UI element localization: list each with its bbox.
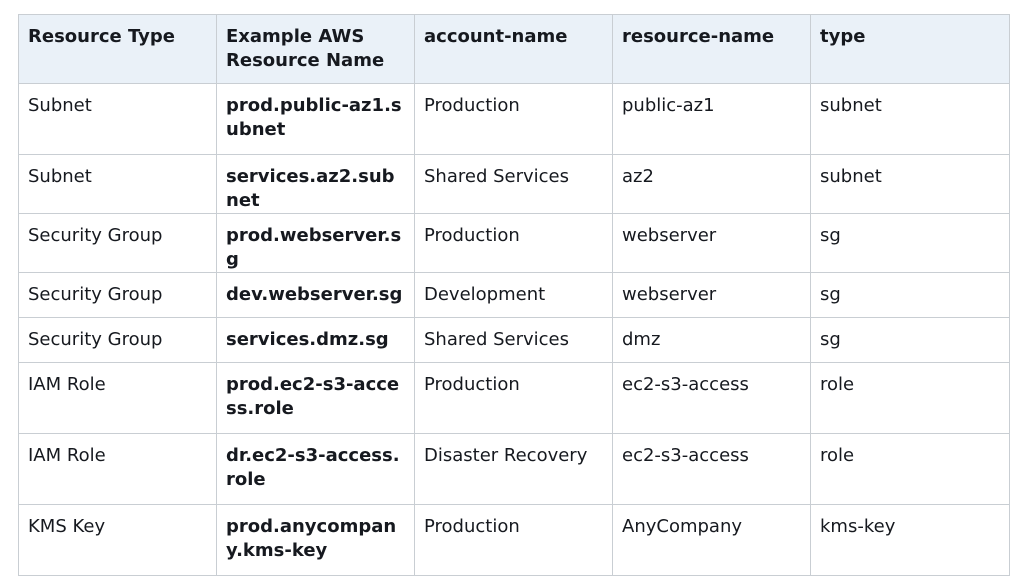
table-row: Subnet services.az2.subnet Shared Servic… bbox=[18, 154, 1010, 214]
table-header: Resource Type Example AWS Resource Name … bbox=[18, 14, 1010, 84]
header-row: Resource Type Example AWS Resource Name … bbox=[18, 14, 1010, 84]
cell-resource-name: ec2-s3-access bbox=[612, 362, 811, 434]
cell-resource-type: IAM Role bbox=[18, 362, 217, 434]
cell-type: subnet bbox=[810, 83, 1010, 155]
cell-account-name: Production bbox=[414, 83, 613, 155]
cell-resource-name: AnyCompany bbox=[612, 504, 811, 576]
table-row: Security Group prod.webserver.sg Product… bbox=[18, 213, 1010, 273]
header-resource-name: resource-name bbox=[612, 14, 811, 84]
cell-resource-type: Security Group bbox=[18, 317, 217, 363]
cell-resource-type: Subnet bbox=[18, 83, 217, 155]
cell-account-name: Production bbox=[414, 213, 613, 273]
table-row: Security Group dev.webserver.sg Developm… bbox=[18, 272, 1010, 318]
cell-example-name: dr.ec2-s3-access.role bbox=[216, 433, 415, 505]
naming-table-container: Resource Type Example AWS Resource Name … bbox=[18, 14, 1010, 576]
table-row: IAM Role prod.ec2-s3-access.role Product… bbox=[18, 362, 1010, 434]
cell-resource-type: Security Group bbox=[18, 213, 217, 273]
cell-example-name: prod.public-az1.subnet bbox=[216, 83, 415, 155]
cell-account-name: Disaster Recovery bbox=[414, 433, 613, 505]
cell-account-name: Production bbox=[414, 504, 613, 576]
naming-convention-table: Resource Type Example AWS Resource Name … bbox=[18, 14, 1010, 576]
table-row: IAM Role dr.ec2-s3-access.role Disaster … bbox=[18, 433, 1010, 505]
header-account-name: account-name bbox=[414, 14, 613, 84]
cell-resource-type: IAM Role bbox=[18, 433, 217, 505]
header-resource-type: Resource Type bbox=[18, 14, 217, 84]
cell-example-name: prod.ec2-s3-access.role bbox=[216, 362, 415, 434]
cell-type: sg bbox=[810, 213, 1010, 273]
cell-type: sg bbox=[810, 272, 1010, 318]
cell-type: kms-key bbox=[810, 504, 1010, 576]
cell-resource-name: az2 bbox=[612, 154, 811, 214]
cell-resource-name: public-az1 bbox=[612, 83, 811, 155]
cell-account-name: Shared Services bbox=[414, 154, 613, 214]
table-row: KMS Key prod.anycompany.kms-key Producti… bbox=[18, 504, 1010, 576]
cell-resource-type: Subnet bbox=[18, 154, 217, 214]
cell-resource-name: webserver bbox=[612, 213, 811, 273]
cell-resource-name: ec2-s3-access bbox=[612, 433, 811, 505]
cell-example-name: dev.webserver.sg bbox=[216, 272, 415, 318]
header-example-aws-resource-name: Example AWS Resource Name bbox=[216, 14, 415, 84]
header-type: type bbox=[810, 14, 1010, 84]
cell-type: role bbox=[810, 433, 1010, 505]
cell-example-name: services.az2.subnet bbox=[216, 154, 415, 214]
cell-example-name: prod.webserver.sg bbox=[216, 213, 415, 273]
cell-resource-type: Security Group bbox=[18, 272, 217, 318]
table-row: Security Group services.dmz.sg Shared Se… bbox=[18, 317, 1010, 363]
table-body: Subnet prod.public-az1.subnet Production… bbox=[18, 83, 1010, 576]
cell-account-name: Shared Services bbox=[414, 317, 613, 363]
cell-example-name: services.dmz.sg bbox=[216, 317, 415, 363]
cell-type: role bbox=[810, 362, 1010, 434]
cell-account-name: Production bbox=[414, 362, 613, 434]
table-row: Subnet prod.public-az1.subnet Production… bbox=[18, 83, 1010, 155]
cell-resource-name: dmz bbox=[612, 317, 811, 363]
cell-resource-type: KMS Key bbox=[18, 504, 217, 576]
cell-type: sg bbox=[810, 317, 1010, 363]
cell-account-name: Development bbox=[414, 272, 613, 318]
cell-type: subnet bbox=[810, 154, 1010, 214]
cell-example-name: prod.anycompany.kms-key bbox=[216, 504, 415, 576]
cell-resource-name: webserver bbox=[612, 272, 811, 318]
